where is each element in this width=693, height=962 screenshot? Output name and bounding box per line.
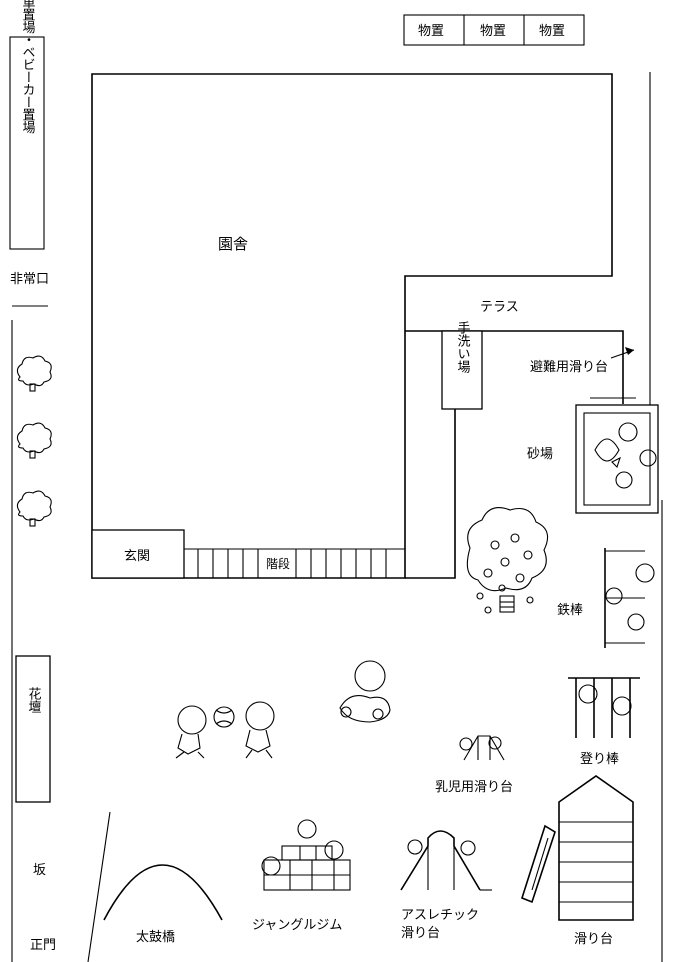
handwash-box [441, 330, 483, 410]
climbing-pole: 登り棒 [568, 677, 640, 767]
tree-icon [16, 422, 52, 459]
flower-bed-label: 花壇 [26, 686, 42, 713]
child-head-icon [605, 587, 623, 605]
tree-icon [16, 490, 52, 527]
athletic-slide-label-1: アスレチック [401, 908, 479, 923]
child-head-icon [460, 840, 476, 856]
child-head-icon [635, 563, 655, 583]
slope: 坂 正門 [30, 811, 111, 962]
bicycle-parking: 自転車置場・ベビーカー置場 [9, 0, 45, 250]
infant-slide: 乳児用滑り台 [435, 735, 513, 795]
flower-bed: 花壇 [15, 655, 51, 803]
evacuation-slide: 避難用滑り台 [530, 347, 635, 375]
child-head-icon [578, 684, 598, 704]
slide-tower [558, 775, 634, 921]
entrance-box [91, 529, 185, 579]
entrance-stairs: 玄関 階段 [91, 529, 405, 579]
arch-bridge: 太鼓橋 [103, 864, 223, 945]
building-label: 園舎 [218, 235, 248, 253]
child-head-icon [627, 613, 645, 631]
entrance-label: 玄関 [124, 549, 150, 564]
child-head-icon [324, 840, 344, 860]
iron-bar: 鉄棒 [557, 548, 655, 648]
child-head-icon [459, 737, 473, 751]
terrace-inner-line [405, 409, 456, 579]
children-ball-icon [175, 701, 275, 759]
arch-bridge-shape [103, 864, 223, 921]
bicycle-parking-box [9, 36, 45, 250]
bicycle-parking-label: 自転車置場・ベビーカー置場 [20, 0, 36, 134]
big-slide: 滑り台 [521, 775, 634, 947]
infant-slide-label: 乳児用滑り台 [435, 780, 513, 795]
evacuation-slide-label: 避難用滑り台 [530, 360, 608, 375]
child-ride-on-icon [339, 660, 391, 723]
stairs-label: 階段 [266, 556, 290, 571]
building: 園舎 [91, 73, 613, 579]
emergency-exit: 非常口 [10, 272, 49, 307]
athletic-slide-shape [400, 830, 481, 891]
child-head-icon [407, 839, 423, 855]
jungle-gym: ジャングルジム [252, 819, 351, 933]
athletic-slide-label-2: 滑り台 [401, 926, 440, 941]
sand-mound-icon [594, 438, 620, 462]
climbing-pole-label: 登り棒 [580, 752, 619, 767]
child-head-icon [612, 696, 632, 716]
jungle-gym-frame [263, 845, 351, 891]
child-head-icon [297, 819, 317, 839]
storage-shed-row [403, 14, 585, 46]
cherry-tree-icon [466, 507, 549, 614]
child-head-icon [261, 856, 281, 876]
main-gate-label: 正門 [30, 938, 56, 953]
stairs-lines [184, 548, 405, 578]
child-head-icon [488, 736, 502, 750]
arch-bridge-label: 太鼓橋 [136, 930, 175, 945]
tree-icon [16, 355, 52, 392]
athletic-slide: アスレチック 滑り台 [400, 830, 492, 941]
child-head-icon [639, 449, 657, 467]
iron-bar-label: 鉄棒 [557, 603, 583, 618]
child-head-icon [618, 422, 638, 442]
jungle-gym-label: ジャングルジム [252, 918, 342, 933]
slide-ramp [521, 824, 556, 904]
handwash-label: 手洗い場 [455, 321, 471, 373]
building-outline [91, 73, 613, 579]
storage-label-3: 物置 [539, 24, 565, 39]
terrace-area: テラス 手洗い場 [405, 300, 624, 579]
ball-icon [213, 706, 235, 728]
slope-line [87, 811, 111, 962]
flower-bed-box [15, 655, 51, 803]
storage-sheds: 物置 物置 物置 [403, 14, 585, 46]
trees-left [16, 355, 52, 527]
big-slide-label: 滑り台 [574, 932, 613, 947]
terrace-label: テラス [480, 300, 519, 315]
slope-label: 坂 [33, 863, 46, 878]
emergency-exit-label: 非常口 [10, 272, 49, 287]
arrow-head-icon [625, 347, 634, 355]
storage-label-2: 物置 [480, 24, 506, 39]
storage-label-1: 物置 [418, 24, 444, 39]
child-head-icon [615, 471, 633, 489]
shovel-icon [611, 456, 621, 469]
sandbox: 砂場 [527, 397, 659, 514]
sandbox-label: 砂場 [527, 447, 553, 462]
